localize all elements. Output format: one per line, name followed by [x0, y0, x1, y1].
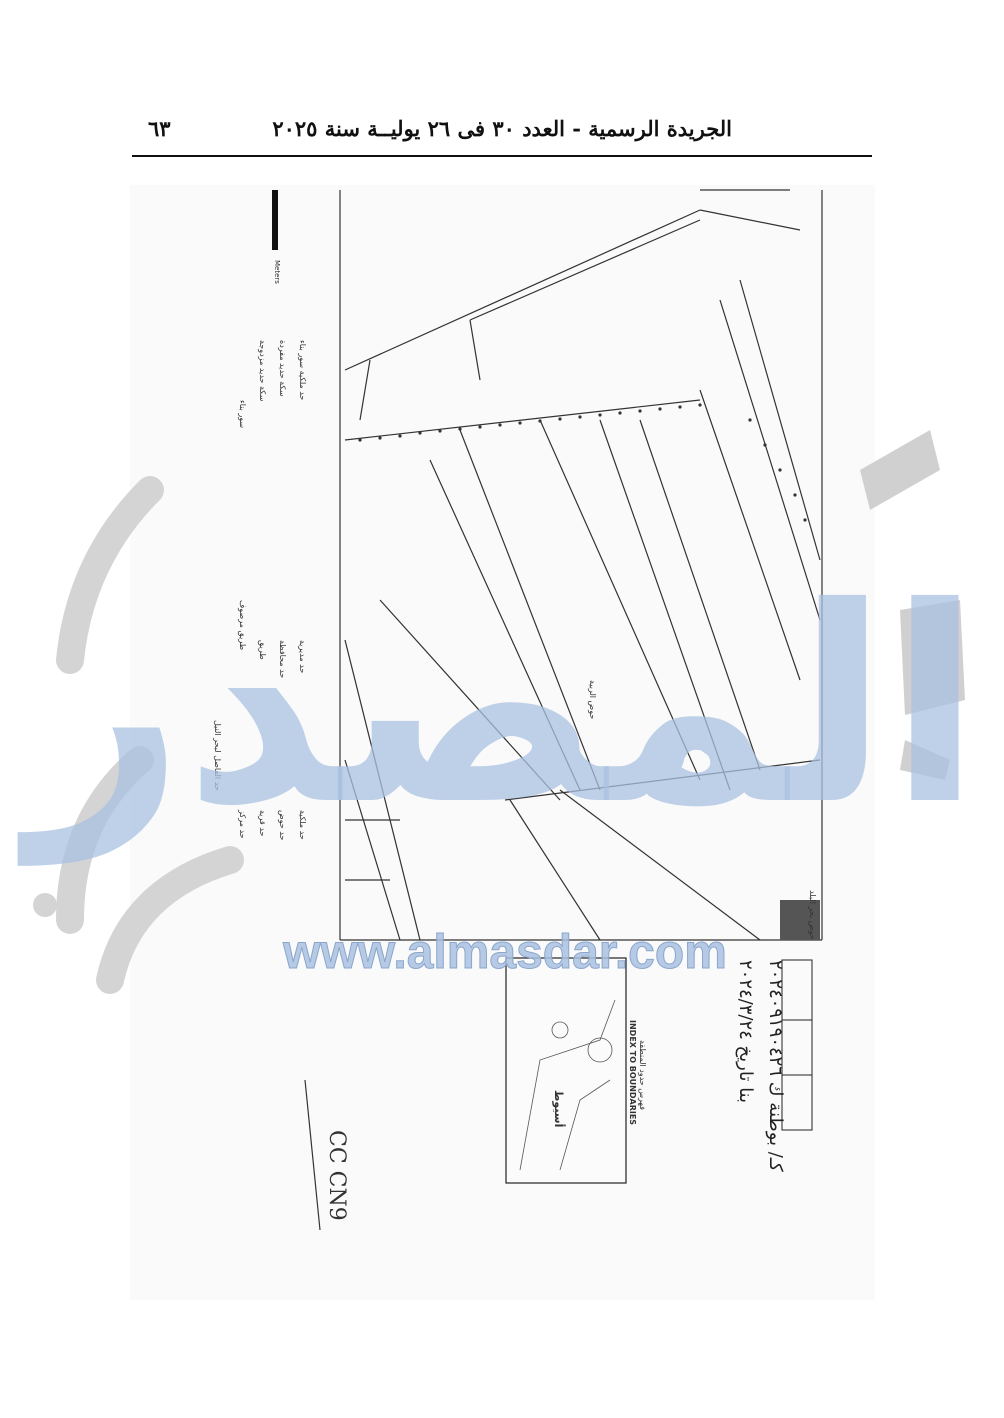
- index-box-title-ar: فهرس حدود المنطقة: [638, 1040, 647, 1110]
- ref-table: [781, 959, 813, 1131]
- gazette-title: الجريدة الرسمية - العدد ٣٠ فى ٢٦ يوليــة…: [272, 116, 732, 141]
- handwritten-note-1: كـ/ بوطنة ك ٢٠٢٤٠٩١٩٠٤٢٦: [765, 960, 786, 1172]
- map-area-label: حوض الربية: [588, 680, 597, 719]
- page-header: الجريدة الرسمية - العدد ٣٠ فى ٢٦ يوليــة…: [132, 110, 872, 150]
- index-box-label: أسيوط: [552, 1090, 566, 1127]
- index-box-title-en: INDEX TO BOUNDARIES: [628, 1020, 637, 1125]
- page-number: ٦٣: [148, 116, 171, 141]
- watermark-url: www.almasdar.com: [282, 926, 727, 979]
- legend-item: سكة حديد مزدوجة: [258, 340, 267, 402]
- road-label: حوض بحر البلد: [808, 890, 817, 940]
- watermark-arcs: [33, 476, 244, 994]
- index-box-lines: [519, 999, 616, 1171]
- index-box: [505, 957, 627, 1184]
- emblem-fragment: [860, 430, 965, 780]
- legend-item: سور بناء: [238, 400, 247, 428]
- legend-item: سكة حديد مفردة: [278, 340, 287, 397]
- legend-item: حد محافظة: [278, 640, 287, 678]
- dotted-boundary: [358, 403, 807, 522]
- map-legend: حد ملكية سور بناء سكة حديد مفردة سكة حدي…: [213, 340, 307, 840]
- handwritten-note-2: بنا تاريخ ٢٠٢٤/٣/٢٤: [735, 960, 756, 1103]
- legend-item: حد قرية: [258, 810, 267, 836]
- map-lines: [339, 189, 823, 941]
- legend-item: حد حوض: [278, 810, 287, 840]
- signature-stroke: [304, 1079, 321, 1231]
- scale-unit: Meters: [273, 260, 281, 284]
- scale-bar: [272, 190, 278, 250]
- header-divider: [132, 155, 872, 157]
- road-band: [780, 900, 820, 940]
- legend-item: حد ملكية سور بناء: [298, 340, 307, 400]
- legend-item: طريق مرصوف: [238, 600, 247, 650]
- watermark-text: المصدر: [16, 549, 981, 868]
- legend-item: حد الفاصل لبحر النيل: [213, 720, 222, 791]
- legend-item: طريق: [258, 640, 267, 660]
- legend-item: حد مركز: [238, 809, 247, 839]
- legend-item: حد ملكية: [298, 810, 307, 840]
- legend-item: حد مديرية: [298, 640, 307, 673]
- signature: CC CN9: [324, 1130, 349, 1221]
